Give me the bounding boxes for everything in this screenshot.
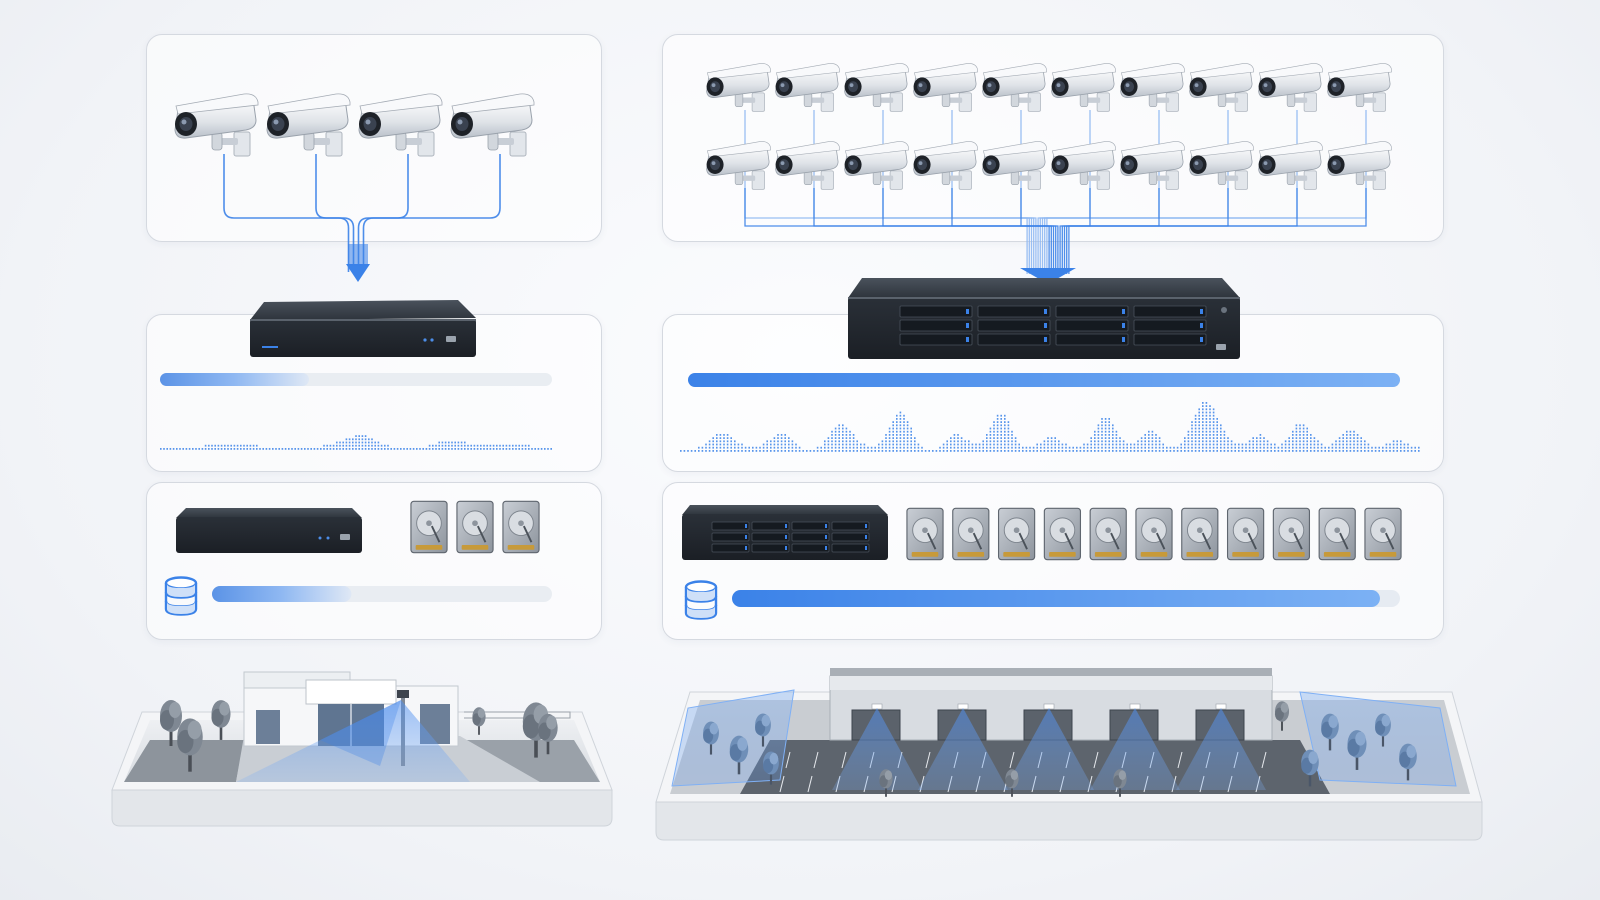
hard-drive-icon	[1043, 507, 1082, 561]
camera-icon	[1051, 63, 1117, 112]
hard-drive-icon	[1318, 507, 1357, 561]
camera-icon	[844, 141, 910, 190]
camera-icon	[913, 141, 979, 190]
camera-icon	[1120, 63, 1186, 112]
rack-server-icon	[682, 505, 888, 560]
small-camera-cables	[223, 154, 501, 282]
hard-drive-icon	[1089, 507, 1128, 561]
large-camera-group	[706, 63, 1393, 190]
camera-icon	[1258, 63, 1324, 112]
camera-icon	[706, 63, 772, 112]
large-traffic-waveform	[680, 402, 1420, 452]
large-storage-fill	[732, 590, 1380, 607]
hard-drive-icon	[1226, 507, 1265, 561]
hard-drive-icon	[906, 507, 944, 561]
small-camera-group	[174, 93, 535, 157]
rack-server-icon	[848, 278, 1240, 359]
database-icon	[684, 580, 718, 620]
large-bandwidth-fill	[688, 373, 1400, 387]
small-drive-group	[410, 500, 540, 554]
camera-icon	[982, 63, 1048, 112]
small-bandwidth-fill	[160, 373, 309, 386]
hard-drive-icon	[1180, 507, 1219, 561]
hard-drive-icon	[951, 507, 990, 561]
camera-icon	[1258, 141, 1324, 190]
camera-icon	[982, 141, 1048, 190]
hard-drive-icon	[502, 500, 540, 554]
camera-icon	[913, 63, 979, 112]
large-drive-group	[906, 507, 1402, 561]
camera-icon	[1189, 141, 1255, 190]
large-camera-cables	[744, 110, 1367, 284]
warehouse-building-icon	[655, 668, 1483, 841]
camera-icon	[775, 141, 841, 190]
camera-icon	[706, 141, 772, 190]
small-storage-fill	[212, 586, 352, 602]
hard-drive-icon	[456, 500, 494, 554]
hard-drive-icon	[1135, 507, 1173, 561]
small-office-building-icon	[111, 671, 613, 827]
small-traffic-waveform	[160, 435, 552, 450]
camera-icon	[1189, 63, 1255, 112]
hard-drive-icon	[997, 507, 1036, 561]
camera-icon	[450, 93, 535, 157]
camera-icon	[174, 93, 259, 157]
camera-icon	[775, 63, 841, 112]
nvr-box-icon	[250, 300, 476, 357]
hard-drive-icon	[1364, 507, 1402, 561]
camera-icon	[1327, 141, 1393, 190]
hard-drive-icon	[1272, 507, 1311, 561]
nvr-box-icon	[176, 508, 362, 553]
camera-icon	[1327, 63, 1393, 112]
camera-icon	[1051, 141, 1117, 190]
camera-icon	[844, 63, 910, 112]
camera-icon	[358, 93, 443, 157]
camera-icon	[1120, 141, 1186, 190]
hard-drive-icon	[410, 500, 448, 554]
camera-icon	[266, 93, 351, 157]
database-icon	[164, 576, 198, 616]
